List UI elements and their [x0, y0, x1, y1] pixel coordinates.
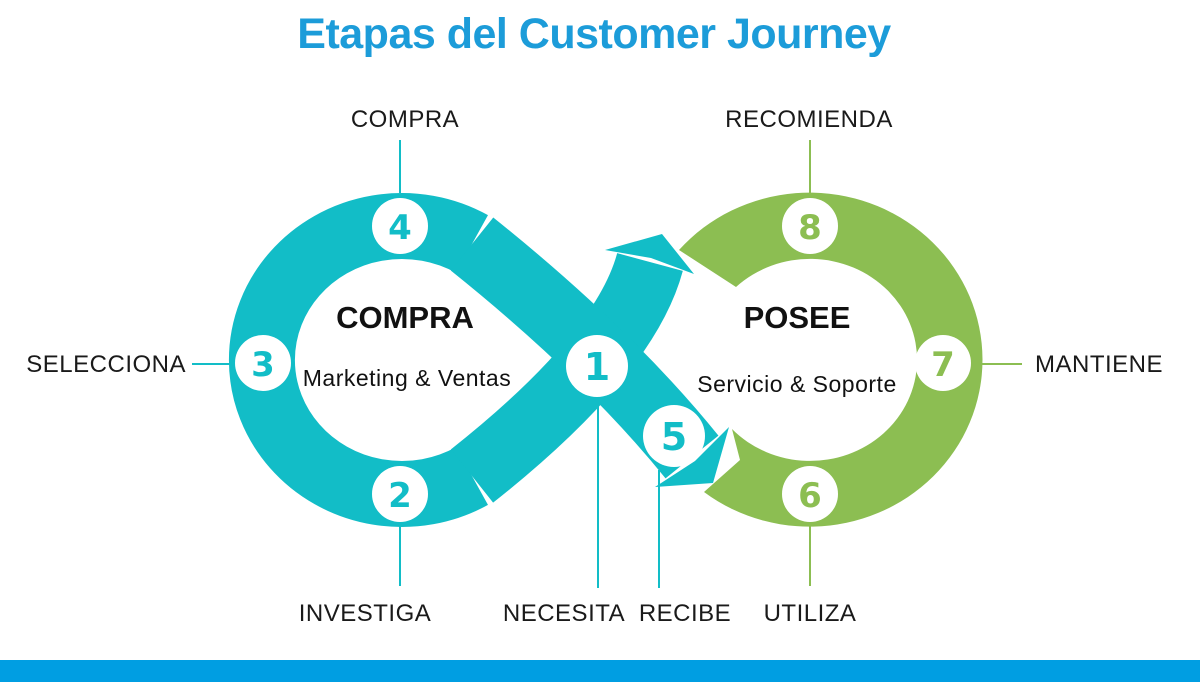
step-circle-3: [235, 335, 291, 391]
step-circle-4: [372, 198, 428, 254]
step-circle-6: [782, 466, 838, 522]
step-circle-5: [643, 405, 705, 467]
left-loop-ring: [228, 193, 488, 527]
right-loop-band: [679, 192, 983, 527]
flow-arrow-bottom-icon: [655, 427, 729, 487]
step-circle-8: [782, 198, 838, 254]
step-label-investiga: INVESTIGA: [299, 600, 432, 627]
step-label-recibe: RECIBE: [639, 600, 731, 627]
step-number-3: 3: [251, 345, 275, 385]
step-label-utiliza: UTILIZA: [764, 600, 857, 627]
step-label-selecciona: SELECCIONA: [26, 351, 186, 378]
step-label-recomienda: RECOMIENDA: [725, 106, 893, 133]
right-loop-title: POSEE: [744, 300, 851, 335]
step-label-mantiene: MANTIENE: [1035, 351, 1163, 378]
left-loop-subtitle: Marketing & Ventas: [303, 365, 511, 391]
left-loop-title: COMPRA: [336, 300, 474, 335]
flow-arrow-top-icon: [605, 234, 694, 274]
footer-accent-bar: [0, 660, 1200, 682]
step-number-6: 6: [798, 476, 822, 516]
step-circle-7: [915, 335, 971, 391]
step-number-5: 5: [661, 415, 687, 459]
page-title: Etapas del Customer Journey: [297, 10, 891, 58]
step-circle-1: [566, 335, 628, 397]
step-number-2: 2: [388, 476, 412, 516]
step-number-1: 1: [584, 345, 610, 389]
right-loop-subtitle: Servicio & Soporte: [697, 371, 896, 397]
step-circle-2: [372, 466, 428, 522]
step-label-compra: COMPRA: [351, 106, 459, 133]
step-number-7: 7: [931, 345, 955, 385]
step-number-8: 8: [798, 208, 822, 248]
step-label-necesita: NECESITA: [503, 600, 625, 627]
step-number-4: 4: [388, 208, 412, 248]
